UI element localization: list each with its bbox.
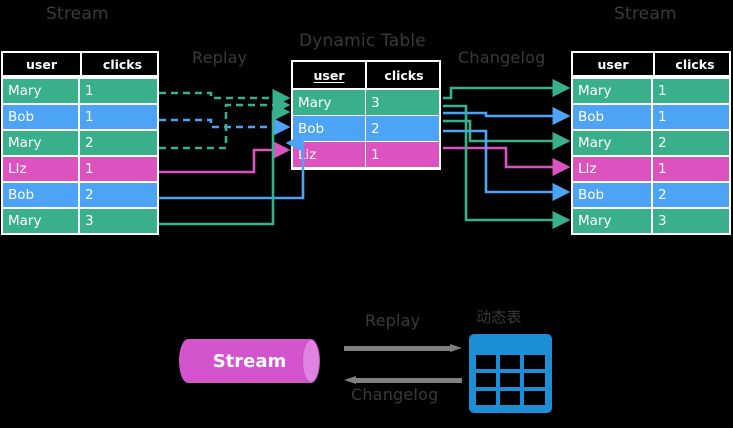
cell-user: Bob xyxy=(3,183,79,207)
cell-clicks: 3 xyxy=(650,209,729,233)
cell-user: Mary xyxy=(573,131,651,155)
cell-clicks: 1 xyxy=(650,105,729,129)
replay-wire-mary-3 xyxy=(159,102,291,226)
cell-clicks: 2 xyxy=(650,131,729,155)
cell-clicks: 1 xyxy=(650,157,729,181)
dynamic-table-cn-label: 动态表 xyxy=(476,308,522,326)
changelog-arrow-shaft xyxy=(355,378,462,383)
left-table-header: user clicks xyxy=(1,51,159,77)
cell-user: Mary xyxy=(3,131,79,155)
mid-table-header: user clicks xyxy=(293,62,439,90)
changelog-wire-mary-3 xyxy=(443,104,571,230)
replay-wire-mary-2 xyxy=(159,95,291,150)
cell-user: Liz xyxy=(293,142,365,167)
replay-arrow xyxy=(344,344,462,353)
cell-user: Mary xyxy=(573,209,651,233)
cell-user: Mary xyxy=(293,90,365,115)
cylinder-right-cap xyxy=(302,339,320,383)
stream-cylinder: Stream xyxy=(179,339,320,383)
cell-clicks: 1 xyxy=(78,105,157,129)
cell-user: LIz xyxy=(3,157,79,181)
left-header-clicks: clicks xyxy=(80,53,163,75)
changelog-label-bottom: Changelog xyxy=(351,385,439,404)
cell-clicks: 1 xyxy=(78,79,157,103)
right-header-user: user xyxy=(597,56,629,72)
cell-clicks: 2 xyxy=(78,183,157,207)
dynamic-table-title: Dynamic Table xyxy=(299,31,426,51)
right-stream-title: Stream xyxy=(614,4,677,24)
changelog-wire-liz-1 xyxy=(443,146,571,177)
replay-wire-liz-1 xyxy=(159,140,291,174)
dynamic-table-icon xyxy=(469,334,552,417)
right-table-header: user clicks xyxy=(571,51,731,77)
replay-label-top: Replay xyxy=(192,48,248,67)
changelog-wire-mary-1 xyxy=(443,78,571,100)
replay-label-bottom: Replay xyxy=(365,311,421,330)
replay-arrow-shaft xyxy=(344,346,451,351)
replay-arrow-head xyxy=(450,344,462,352)
left-header-user: user xyxy=(26,56,57,72)
table-grid-icon xyxy=(469,334,552,413)
cell-clicks: 2 xyxy=(365,116,439,141)
replay-wire-mary-1 xyxy=(159,88,291,108)
cell-user: Mary xyxy=(573,79,651,103)
stream-cylinder-label: Stream xyxy=(212,350,287,372)
cell-clicks: 3 xyxy=(365,90,439,115)
mid-header-clicks: clicks xyxy=(365,62,441,88)
cell-clicks: 2 xyxy=(650,183,729,207)
left-stream-title: Stream xyxy=(46,4,109,24)
changelog-connectors xyxy=(443,78,571,230)
changelog-wire-bob-1 xyxy=(443,106,571,126)
changelog-arrow xyxy=(344,376,462,385)
cell-clicks: 1 xyxy=(78,157,157,181)
replay-wire-bob-2 xyxy=(159,133,305,200)
cell-user: Bob xyxy=(293,116,365,141)
changelog-arrow-head xyxy=(344,376,356,384)
replay-wire-bob-1 xyxy=(159,117,291,137)
changelog-wire-bob-2 xyxy=(443,129,571,202)
cell-user: Bob xyxy=(573,183,651,207)
cell-user: Mary xyxy=(3,209,79,233)
changelog-wire-mary-2 xyxy=(443,119,571,151)
right-header-clicks: clicks xyxy=(653,53,733,75)
cell-user: Mary xyxy=(3,79,79,103)
cell-clicks: 2 xyxy=(78,131,157,155)
cell-clicks: 1 xyxy=(365,142,439,167)
cell-user: Bob xyxy=(573,105,651,129)
cell-clicks: 3 xyxy=(78,209,157,233)
cell-user: LIz xyxy=(573,157,651,181)
changelog-label-top: Changelog xyxy=(458,48,546,67)
mid-header-user: user xyxy=(313,67,345,83)
cell-clicks: 1 xyxy=(650,79,729,103)
cylinder-body xyxy=(188,339,311,383)
replay-connectors xyxy=(159,88,305,226)
cell-user: Bob xyxy=(3,105,79,129)
